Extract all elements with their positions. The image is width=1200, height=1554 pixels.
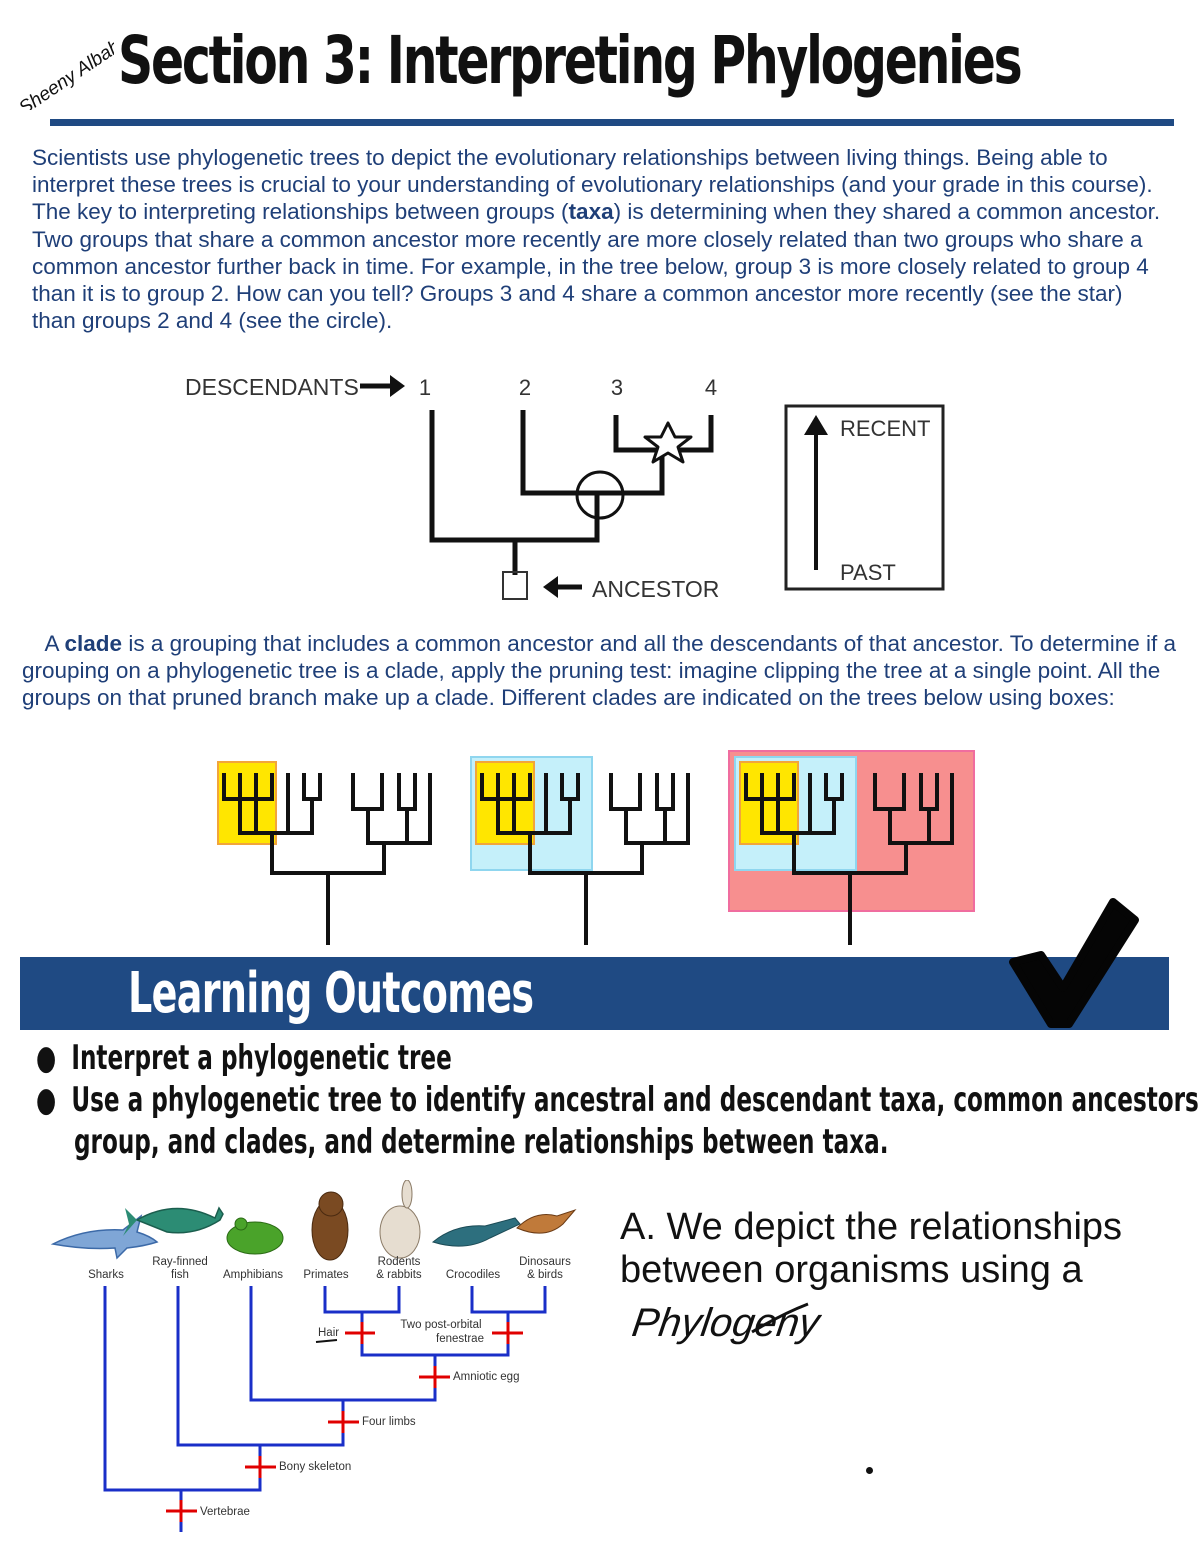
clade-tree-1 bbox=[222, 771, 432, 947]
tip-label-4: 4 bbox=[705, 375, 717, 400]
outcome-item-2: ●Use a phylogenetic tree to identify anc… bbox=[36, 1080, 1200, 1120]
crocodile-icon bbox=[431, 1217, 521, 1247]
taxon-ray-finned: Ray-finned bbox=[152, 1256, 208, 1268]
handwritten-answer: Phylogeny bbox=[632, 1300, 822, 1345]
vertebrate-cladogram: Sharks Ray-finned fish Amphibians Primat… bbox=[50, 1180, 577, 1532]
bullet-icon: ● bbox=[36, 1080, 57, 1120]
learning-outcomes-title: Learning Outcomes bbox=[128, 961, 534, 1026]
time-direction-box bbox=[784, 404, 945, 591]
trait-bony-skeleton: Bony skeleton bbox=[279, 1461, 351, 1473]
fish-icon bbox=[123, 1206, 224, 1236]
clade-box-yellow-3 bbox=[739, 761, 799, 845]
taxon-crocodiles: Crocodiles bbox=[446, 1269, 501, 1281]
ancestor-label: ANCESTOR bbox=[592, 576, 719, 602]
past-label: PAST bbox=[840, 560, 896, 585]
frog-icon bbox=[226, 1217, 284, 1255]
bird-icon bbox=[516, 1208, 577, 1234]
trait-hair: Hair bbox=[318, 1327, 339, 1339]
taxon-dinosaurs: Dinosaurs bbox=[519, 1256, 571, 1268]
taxon-amphibians: Amphibians bbox=[223, 1269, 283, 1281]
taxon-primates: Primates bbox=[303, 1269, 349, 1281]
clade-box-yellow-2 bbox=[475, 761, 535, 845]
handwritten-signature: Sheeny Albah bbox=[15, 40, 114, 110]
taxon-rodents: Rodents bbox=[378, 1256, 421, 1268]
example-tree-diagram: DESCENDANTS 1 2 3 4 ANCESTOR RECENT PAST bbox=[185, 374, 945, 602]
tip-label-1: 1 bbox=[419, 375, 431, 400]
clade-box-yellow-1 bbox=[217, 761, 277, 845]
tip-label-2: 2 bbox=[519, 375, 531, 400]
descendants-label: DESCENDANTS bbox=[185, 374, 359, 400]
clade-example-trees bbox=[217, 750, 975, 947]
page-title: Section 3: Interpreting Phylogenies bbox=[118, 22, 1023, 99]
taxon-fish: fish bbox=[171, 1269, 189, 1281]
outcome-item-2-continued: group, and clades, and determine relatio… bbox=[74, 1122, 889, 1162]
ancestor-arrow-icon bbox=[543, 576, 582, 598]
title-divider bbox=[50, 119, 1174, 126]
primate-icon bbox=[311, 1191, 349, 1261]
trait-amniotic-egg: Amniotic egg bbox=[453, 1371, 519, 1383]
intro-paragraph: Scientists use phylogenetic trees to dep… bbox=[32, 145, 1161, 334]
checkmark-icon bbox=[1009, 898, 1139, 1028]
trait-markers bbox=[166, 1322, 523, 1522]
stray-dot bbox=[866, 1467, 873, 1474]
trait-two-post-orbital: Two post-orbital bbox=[400, 1319, 481, 1331]
signature-text: Sheeny Albah bbox=[15, 40, 114, 110]
circle-marker-icon bbox=[575, 470, 625, 520]
taxon-birds: & birds bbox=[527, 1269, 563, 1281]
tip-label-3: 3 bbox=[611, 375, 623, 400]
taxon-rabbits: & rabbits bbox=[376, 1269, 422, 1281]
rabbit-icon bbox=[379, 1180, 421, 1259]
recent-label: RECENT bbox=[840, 416, 930, 441]
taxa-term: taxa bbox=[568, 199, 614, 225]
learning-outcomes-banner bbox=[20, 957, 1169, 1030]
descendants-arrow-icon bbox=[360, 375, 405, 397]
question-a: A. We depict the relationships between o… bbox=[620, 1206, 1123, 1291]
clade-term: clade bbox=[64, 631, 123, 656]
answer-text: Phylogeny bbox=[632, 1300, 822, 1345]
outcome-item-1: ●Interpret a phylogenetic tree bbox=[36, 1038, 452, 1078]
trait-fenestrae: fenestrae bbox=[436, 1333, 484, 1345]
trait-four-limbs: Four limbs bbox=[362, 1416, 416, 1428]
trait-vertebrae: Vertebrae bbox=[200, 1506, 250, 1518]
bullet-icon: ● bbox=[36, 1038, 57, 1078]
clade-paragraph: A clade is a grouping that includes a co… bbox=[22, 631, 1177, 711]
taxon-sharks: Sharks bbox=[88, 1269, 124, 1281]
up-arrow-icon bbox=[804, 415, 828, 570]
star-marker-icon bbox=[643, 421, 693, 464]
ancestor-box bbox=[502, 571, 528, 600]
